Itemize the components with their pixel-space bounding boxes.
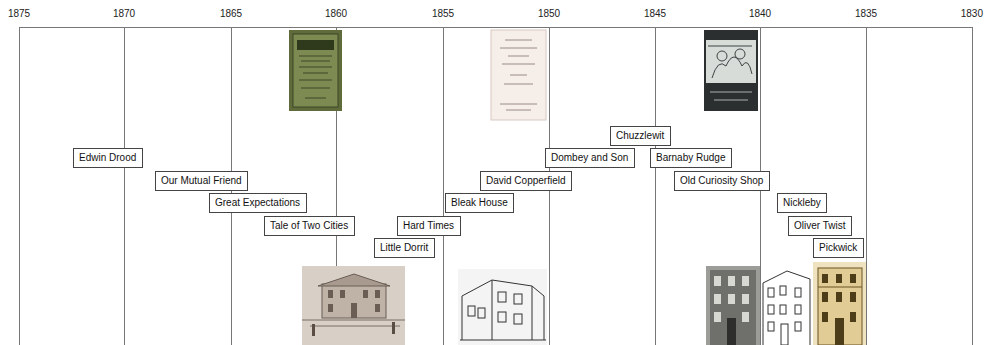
novel-title: Great Expectations xyxy=(215,197,301,209)
novel-box: Edwin Drood xyxy=(73,148,143,168)
magazine-page xyxy=(491,30,546,120)
novel-box: Chuzzlewit xyxy=(610,126,671,146)
novel-title: Dombey and Son xyxy=(551,152,629,164)
novel-title: Old Curiosity Shop xyxy=(680,175,764,187)
novel-title: Barnaby Rudge xyxy=(656,152,726,164)
novel-title: Nickleby xyxy=(783,197,821,209)
year-label: 1855 xyxy=(432,8,454,20)
year-label: 1850 xyxy=(538,8,560,20)
novel-box: Tale of Two Cities xyxy=(264,216,355,236)
novel-title: David Copperfield xyxy=(486,175,566,187)
magazine-cover xyxy=(704,30,758,111)
year-label: 1835 xyxy=(855,8,877,20)
year-label: 1830 xyxy=(961,8,983,20)
novel-title: Little Dorrit xyxy=(380,242,429,254)
novel-title: Tale of Two Cities xyxy=(270,220,349,232)
house-photo xyxy=(706,266,760,345)
novel-title: Chuzzlewit xyxy=(616,130,665,142)
year-label: 1845 xyxy=(644,8,666,20)
novel-box: Pickwick xyxy=(813,238,864,258)
novel-box: Barnaby Rudge xyxy=(650,148,732,168)
novel-box: Dombey and Son xyxy=(545,148,635,168)
novel-title: Oliver Twist xyxy=(794,220,846,232)
novel-title: Our Mutual Friend xyxy=(161,175,242,187)
house-engraving xyxy=(302,266,405,345)
novel-box: Little Dorrit xyxy=(374,238,435,258)
house-engraving xyxy=(813,262,866,345)
year-label: 1860 xyxy=(325,8,347,20)
novel-box: Old Curiosity Shop xyxy=(674,171,770,191)
timeline-grid xyxy=(20,27,973,345)
terrace-sketch xyxy=(761,270,812,345)
novel-box: Great Expectations xyxy=(209,193,307,213)
novel-box: David Copperfield xyxy=(480,171,572,191)
novel-box: Hard Times xyxy=(397,216,461,236)
novel-title: Pickwick xyxy=(819,242,858,254)
novel-box: Our Mutual Friend xyxy=(155,171,248,191)
street-sketch xyxy=(458,269,547,345)
novel-title: Bleak House xyxy=(451,197,508,209)
year-label: 1865 xyxy=(220,8,242,20)
year-label: 1840 xyxy=(749,8,771,20)
magazine-cover xyxy=(289,30,342,111)
novel-box: Nickleby xyxy=(777,193,827,213)
year-label: 1870 xyxy=(113,8,135,20)
novel-box: Oliver Twist xyxy=(788,216,852,236)
novel-title: Edwin Drood xyxy=(79,152,137,164)
year-label: 1875 xyxy=(8,8,30,20)
novel-title: Hard Times xyxy=(403,220,455,232)
novel-box: Bleak House xyxy=(445,193,514,213)
